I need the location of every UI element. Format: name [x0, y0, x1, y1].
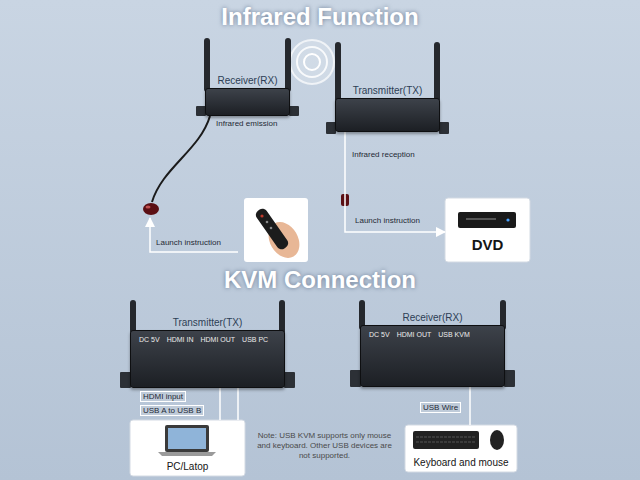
remote-button	[270, 227, 273, 230]
antenna	[204, 38, 210, 92]
dvd-player-icon	[458, 212, 516, 228]
page-title: Infrared Function	[0, 3, 640, 31]
key-row	[416, 437, 476, 438]
connector-label: HDMI input	[140, 391, 186, 402]
card-background	[445, 198, 530, 262]
disc-slot	[466, 218, 496, 220]
box-label: Keyboard and mouse	[413, 457, 508, 468]
wave-ring	[297, 47, 327, 77]
laptop-screen	[168, 428, 206, 449]
box-label: PC/Latop	[167, 461, 209, 472]
wave-ring	[290, 40, 334, 84]
dvd-body	[458, 212, 516, 228]
section-title: KVM Connection	[0, 266, 640, 294]
transmitter-device: Transmitter(TX)	[335, 98, 440, 132]
laptop-lid	[165, 425, 209, 452]
wireless-waves	[290, 40, 334, 84]
mouse	[490, 430, 504, 450]
flange	[439, 122, 449, 134]
ir-cable	[152, 116, 210, 202]
hand-with-remote	[254, 207, 306, 264]
remote	[254, 207, 290, 252]
connector-label: USB A to USB B	[140, 405, 204, 416]
ir-emitter	[143, 203, 159, 215]
pc-box: PC/Latop	[130, 420, 245, 476]
connector	[219, 388, 221, 420]
keyboard	[413, 431, 479, 449]
device-heading: Transmitter(TX)	[173, 317, 243, 328]
card-background	[130, 420, 245, 476]
antenna	[279, 300, 285, 334]
connector-label: Launch instruction	[355, 216, 420, 225]
port-row	[336, 99, 439, 104]
card-background	[405, 425, 517, 472]
port-label: DC 5V	[139, 336, 160, 343]
port-label: HDMI OUT	[200, 336, 235, 343]
connector	[345, 132, 445, 232]
port-label: DC 5V	[369, 331, 390, 338]
keyboard-box: Keyboard and mouse	[405, 425, 517, 472]
box-label: DVD	[472, 236, 504, 253]
antenna	[335, 42, 341, 102]
port-row	[206, 89, 289, 94]
wave-ring	[304, 54, 320, 70]
receiver-device: Receiver(RX)	[205, 88, 290, 116]
connector-label: USB Wire	[420, 402, 461, 413]
remote-button	[266, 221, 269, 224]
remote-box	[244, 198, 308, 262]
laptop-icon	[158, 425, 216, 456]
antenna	[285, 38, 291, 92]
flange	[504, 370, 515, 387]
connector	[237, 388, 239, 420]
receiver-device: Receiver(RX)DC 5VHDMI OUTUSB KVM	[360, 325, 505, 387]
flange	[289, 106, 299, 116]
callout-label: Infrared emission	[216, 119, 277, 128]
antenna	[434, 42, 440, 102]
device-heading: Transmitter(TX)	[353, 85, 423, 96]
remote-button	[260, 214, 263, 217]
keyboard-mouse-icon	[413, 430, 504, 450]
port-label: USB KVM	[438, 331, 470, 338]
connector	[469, 387, 471, 425]
antenna	[130, 300, 136, 334]
callout-label: Launch instruction	[156, 238, 221, 247]
flange	[284, 372, 295, 388]
key-row	[416, 442, 476, 443]
dvd-box: DVD	[445, 198, 530, 262]
port-row: DC 5V HDMI OUT USB KVM	[361, 326, 504, 338]
port-label: HDMI OUT	[397, 331, 432, 338]
port-label: HDMI IN	[167, 336, 194, 343]
callout-label: Infrared reception	[352, 150, 415, 159]
ir-emitter-highlight	[146, 206, 151, 209]
port-row: DC 5V HDMI IN HDMI OUT USB PC	[131, 331, 284, 343]
transmitter-device: Transmitter(TX)DC 5VHDMI INHDMI OUTUSB P…	[130, 330, 285, 388]
laptop-base	[158, 452, 216, 456]
device-heading: Receiver(RX)	[402, 312, 462, 323]
device-heading: Receiver(RX)	[217, 75, 277, 86]
power-led	[506, 218, 509, 221]
instruction-line	[150, 218, 238, 252]
note-text: Note: USB KVM supports only mouse and ke…	[252, 431, 397, 461]
port-label: USB PC	[242, 336, 268, 343]
